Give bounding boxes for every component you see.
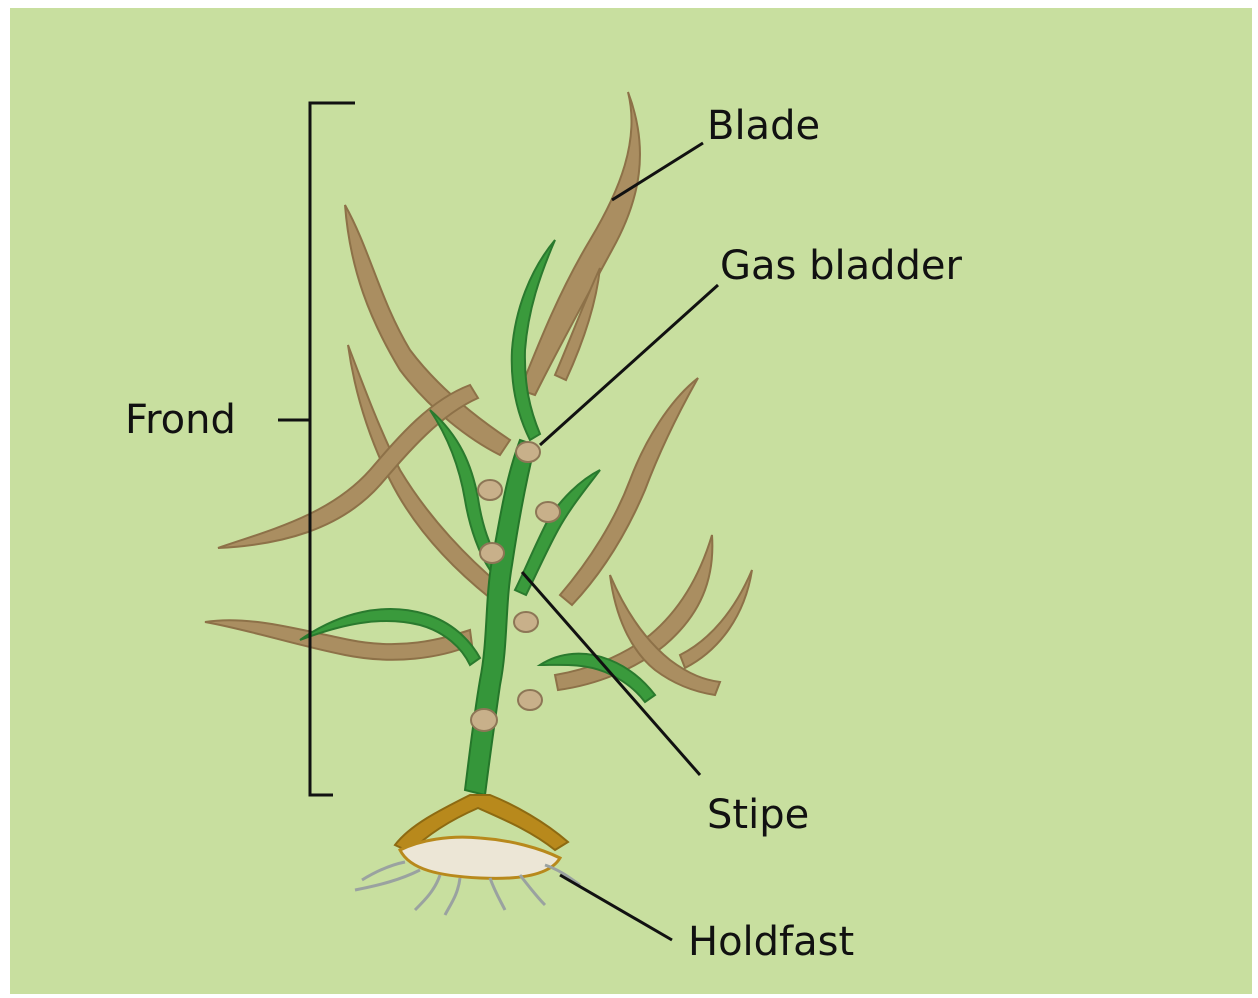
root-tendril [415, 875, 440, 910]
holdfast-bulb [400, 837, 560, 878]
holdfast-roots [355, 795, 580, 915]
gas-bladder [480, 543, 504, 563]
label-holdfast: Holdfast [688, 922, 854, 962]
leader-line-holdfast [560, 875, 672, 940]
frond-bracket [278, 103, 355, 795]
root-tendril [520, 875, 545, 905]
label-frond: Frond [125, 400, 236, 440]
green-fronds [300, 240, 655, 702]
label-gas-bladder: Gas bladder [720, 246, 962, 286]
gas-bladder [478, 480, 502, 500]
root-tendril [445, 878, 460, 915]
gas-bladder [516, 442, 540, 462]
gas-bladder [471, 709, 497, 731]
blade-top [520, 92, 640, 395]
root-tendril [490, 878, 505, 910]
label-stipe: Stipe [707, 795, 809, 835]
gas-bladder [536, 502, 560, 522]
gas-bladder [514, 612, 538, 632]
blades [205, 92, 752, 695]
label-blade: Blade [707, 106, 820, 146]
bracket-line [310, 103, 355, 795]
gas-bladder [518, 690, 542, 710]
